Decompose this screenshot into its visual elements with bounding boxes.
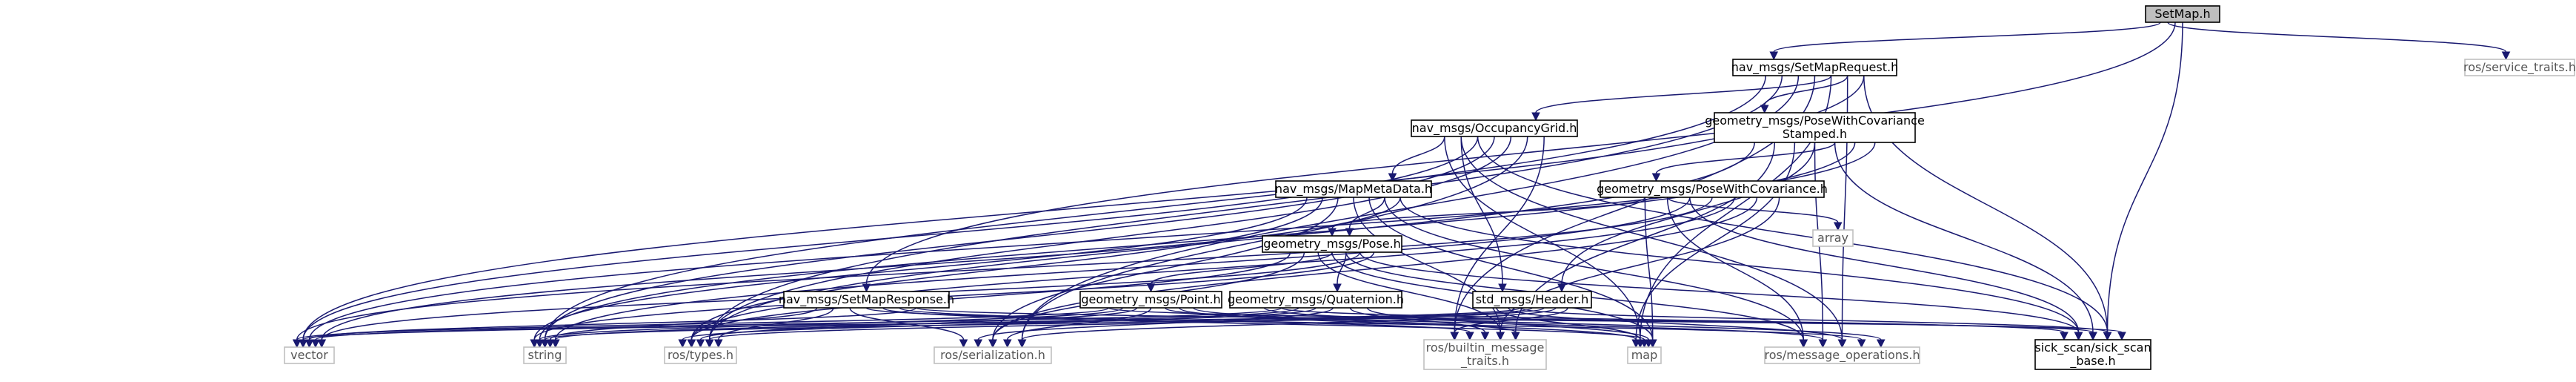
node-header[interactable]: std_msgs/Header.h <box>1472 291 1592 309</box>
node-label: ros/serialization.h <box>940 348 1045 362</box>
node-label: _base.h <box>2069 354 2115 369</box>
edge-occgrid-to-header <box>1460 136 1507 293</box>
node-posecov[interactable]: geometry_msgs/PoseWithCovariance.h <box>1597 180 1828 198</box>
node-label: ros/service_traits.h <box>2463 60 2576 75</box>
node-label: geometry_msgs/Quaternion.h <box>1228 292 1404 307</box>
node-mapmeta[interactable]: nav_msgs/MapMetaData.h <box>1275 180 1432 198</box>
edge-point-to-serialization <box>1002 307 1152 349</box>
edge-header-to-map <box>1496 307 1645 349</box>
edge-header-to-rostypes <box>705 307 1545 349</box>
node-label: sick_scan/sick_scan <box>2034 340 2151 355</box>
edge-quat-to-sickbase <box>1280 307 2069 341</box>
edge-posecov-to-pose <box>1328 197 1646 237</box>
node-label: array <box>1817 231 1848 245</box>
edge-occgrid-to-mapmeta <box>1388 136 1445 182</box>
node-label: nav_msgs/OccupancyGrid.h <box>1412 121 1577 136</box>
edge-setmap-to-setmapreq <box>1769 22 2161 61</box>
node-label: nav_msgs/SetMapRequest.h <box>1731 60 1898 75</box>
node-label: map <box>1631 348 1658 362</box>
node-label: std_msgs/Header.h <box>1476 292 1589 307</box>
edge-point-to-builtin <box>1164 307 1520 341</box>
node-setmapreq[interactable]: nav_msgs/SetMapRequest.h <box>1731 59 1898 76</box>
node-label: vector <box>290 348 328 362</box>
edge-setmap-to-sickbase <box>2103 22 2183 341</box>
edge-setmap-to-servicetraits <box>2167 22 2511 61</box>
node-label: ros/message_operations.h <box>1764 348 1920 363</box>
node-label: ros/types.h <box>668 348 733 362</box>
edge-pose-to-point <box>1146 251 1333 293</box>
node-label: nav_msgs/MapMetaData.h <box>1275 182 1432 197</box>
node-label: string <box>528 348 562 362</box>
node-sickbase[interactable]: sick_scan/sick_scan_base.h <box>2034 339 2151 370</box>
node-quat[interactable]: geometry_msgs/Quaternion.h <box>1228 291 1404 309</box>
node-rostypes: ros/types.h <box>664 346 737 364</box>
edge-header-to-vector <box>299 307 1521 349</box>
edge-header-to-msgops <box>1508 307 1847 349</box>
node-label: geometry_msgs/Pose.h <box>1263 237 1401 251</box>
node-msgops: ros/message_operations.h <box>1764 346 1920 364</box>
edge-setmapresp-to-msgops <box>899 307 1866 349</box>
node-serialization: ros/serialization.h <box>933 346 1052 364</box>
edge-quat-to-vector <box>311 307 1282 349</box>
node-builtin: ros/builtin_message_traits.h <box>1423 339 1547 370</box>
edge-header-to-builtin <box>1450 307 1568 341</box>
edge-pose-to-string <box>530 251 1375 349</box>
edge-header-to-string <box>540 307 1533 349</box>
nodes-layer: SetMap.h nav_msgs/SetMapRequest.h ros/serv… <box>284 5 2576 370</box>
node-label: geometry_msgs/Point.h <box>1081 292 1220 307</box>
node-label: geometry_msgs/PoseWithCovariance <box>1705 113 1925 128</box>
edge-quat-to-rostypes <box>678 307 1317 349</box>
edge-setmapresp-to-sickbase <box>915 307 2126 341</box>
edge-posecovst-to-sickbase <box>1834 142 2097 341</box>
node-label: ros/builtin_message <box>1426 340 1545 355</box>
edge-pose-to-quat <box>1333 251 1347 293</box>
node-vector: vector <box>284 346 335 364</box>
node-label: Stamped.h <box>1783 127 1847 141</box>
node-servicetraits: ros/service_traits.h <box>2463 59 2576 76</box>
edge-point-to-vector <box>292 307 1109 349</box>
node-string: string <box>523 346 567 364</box>
node-setmapresp[interactable]: nav_msgs/SetMapResponse.h <box>779 291 954 309</box>
node-occgrid[interactable]: nav_msgs/OccupancyGrid.h <box>1411 119 1578 137</box>
node-point[interactable]: geometry_msgs/Point.h <box>1079 291 1222 309</box>
edge-mapmeta-to-pose <box>1345 197 1385 237</box>
edge-setmapreq-to-occgrid <box>1531 75 1832 122</box>
edge-occgrid-to-sickbase <box>1477 136 2112 341</box>
node-label: nav_msgs/SetMapResponse.h <box>779 292 954 307</box>
node-pose[interactable]: geometry_msgs/Pose.h <box>1262 235 1402 253</box>
edge-pose-to-sickbase <box>1359 251 2083 341</box>
node-map: map <box>1627 346 1662 364</box>
node-array: array <box>1812 229 1854 247</box>
node-posecovst[interactable]: geometry_msgs/PoseWithCovarianceStamped.… <box>1705 112 1925 143</box>
edge-header-to-sickbase <box>1520 307 2112 341</box>
edge-posecov-to-array <box>1666 197 1843 231</box>
edges-layer <box>292 22 2511 349</box>
node-setmap[interactable]: SetMap.h <box>2145 5 2220 23</box>
node-label: SetMap.h <box>2154 7 2210 21</box>
node-label: geometry_msgs/PoseWithCovariance.h <box>1597 182 1828 197</box>
node-label: _traits.h <box>1460 354 1509 369</box>
